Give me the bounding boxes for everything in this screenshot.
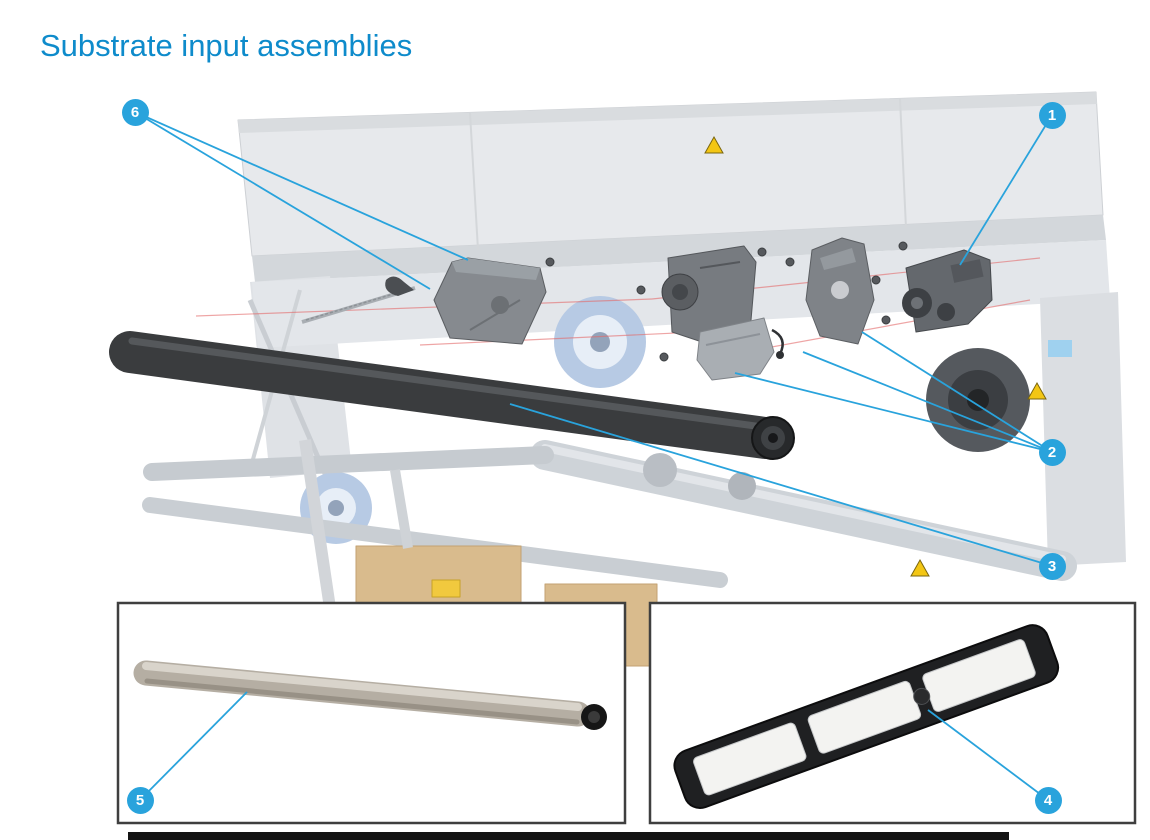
left-bracket-part (433, 257, 547, 345)
motor-assembly-part (902, 249, 993, 333)
right-bracket-part (805, 237, 875, 345)
warning-triangle-icon (704, 135, 1047, 577)
callout-3: 3 (1038, 552, 1066, 580)
callout-6: 6 (121, 98, 149, 126)
inset-box-left (116, 601, 627, 825)
leader-line-4 (927, 709, 1049, 801)
leader-line-1 (959, 114, 1053, 266)
hp-logo-icon (913, 687, 931, 705)
screws (545, 241, 908, 362)
yellow-label (431, 579, 461, 598)
blue-tag (1048, 340, 1072, 357)
exploded-parts (301, 237, 993, 381)
leader-line-2b (802, 351, 1053, 453)
leader-line-6a (134, 111, 431, 290)
platen-tray-illustration (673, 624, 1060, 810)
callout-2: 2 (1038, 438, 1066, 466)
leader-line-6b (134, 111, 469, 261)
drive-wheel-right (926, 348, 1030, 452)
pulley-disc-center (554, 296, 646, 388)
roller-tube-illustration (133, 660, 607, 730)
inset-box-right (648, 601, 1137, 825)
callout-1: 1 (1038, 101, 1066, 129)
page-title: Substrate input assemblies (40, 28, 413, 63)
leader-line-3 (509, 403, 1053, 567)
leader-lines (134, 111, 1053, 801)
leader-line-2c (861, 331, 1053, 453)
next-figure-top-bar (128, 832, 1009, 840)
leader-line-2a (734, 372, 1053, 453)
leader-line-5 (139, 691, 248, 801)
latch-hook-part (385, 276, 414, 296)
center-assembly-part (661, 245, 784, 381)
callout-5: 5 (126, 786, 154, 814)
callout-4: 4 (1034, 786, 1062, 814)
spindle-roller (109, 331, 795, 460)
